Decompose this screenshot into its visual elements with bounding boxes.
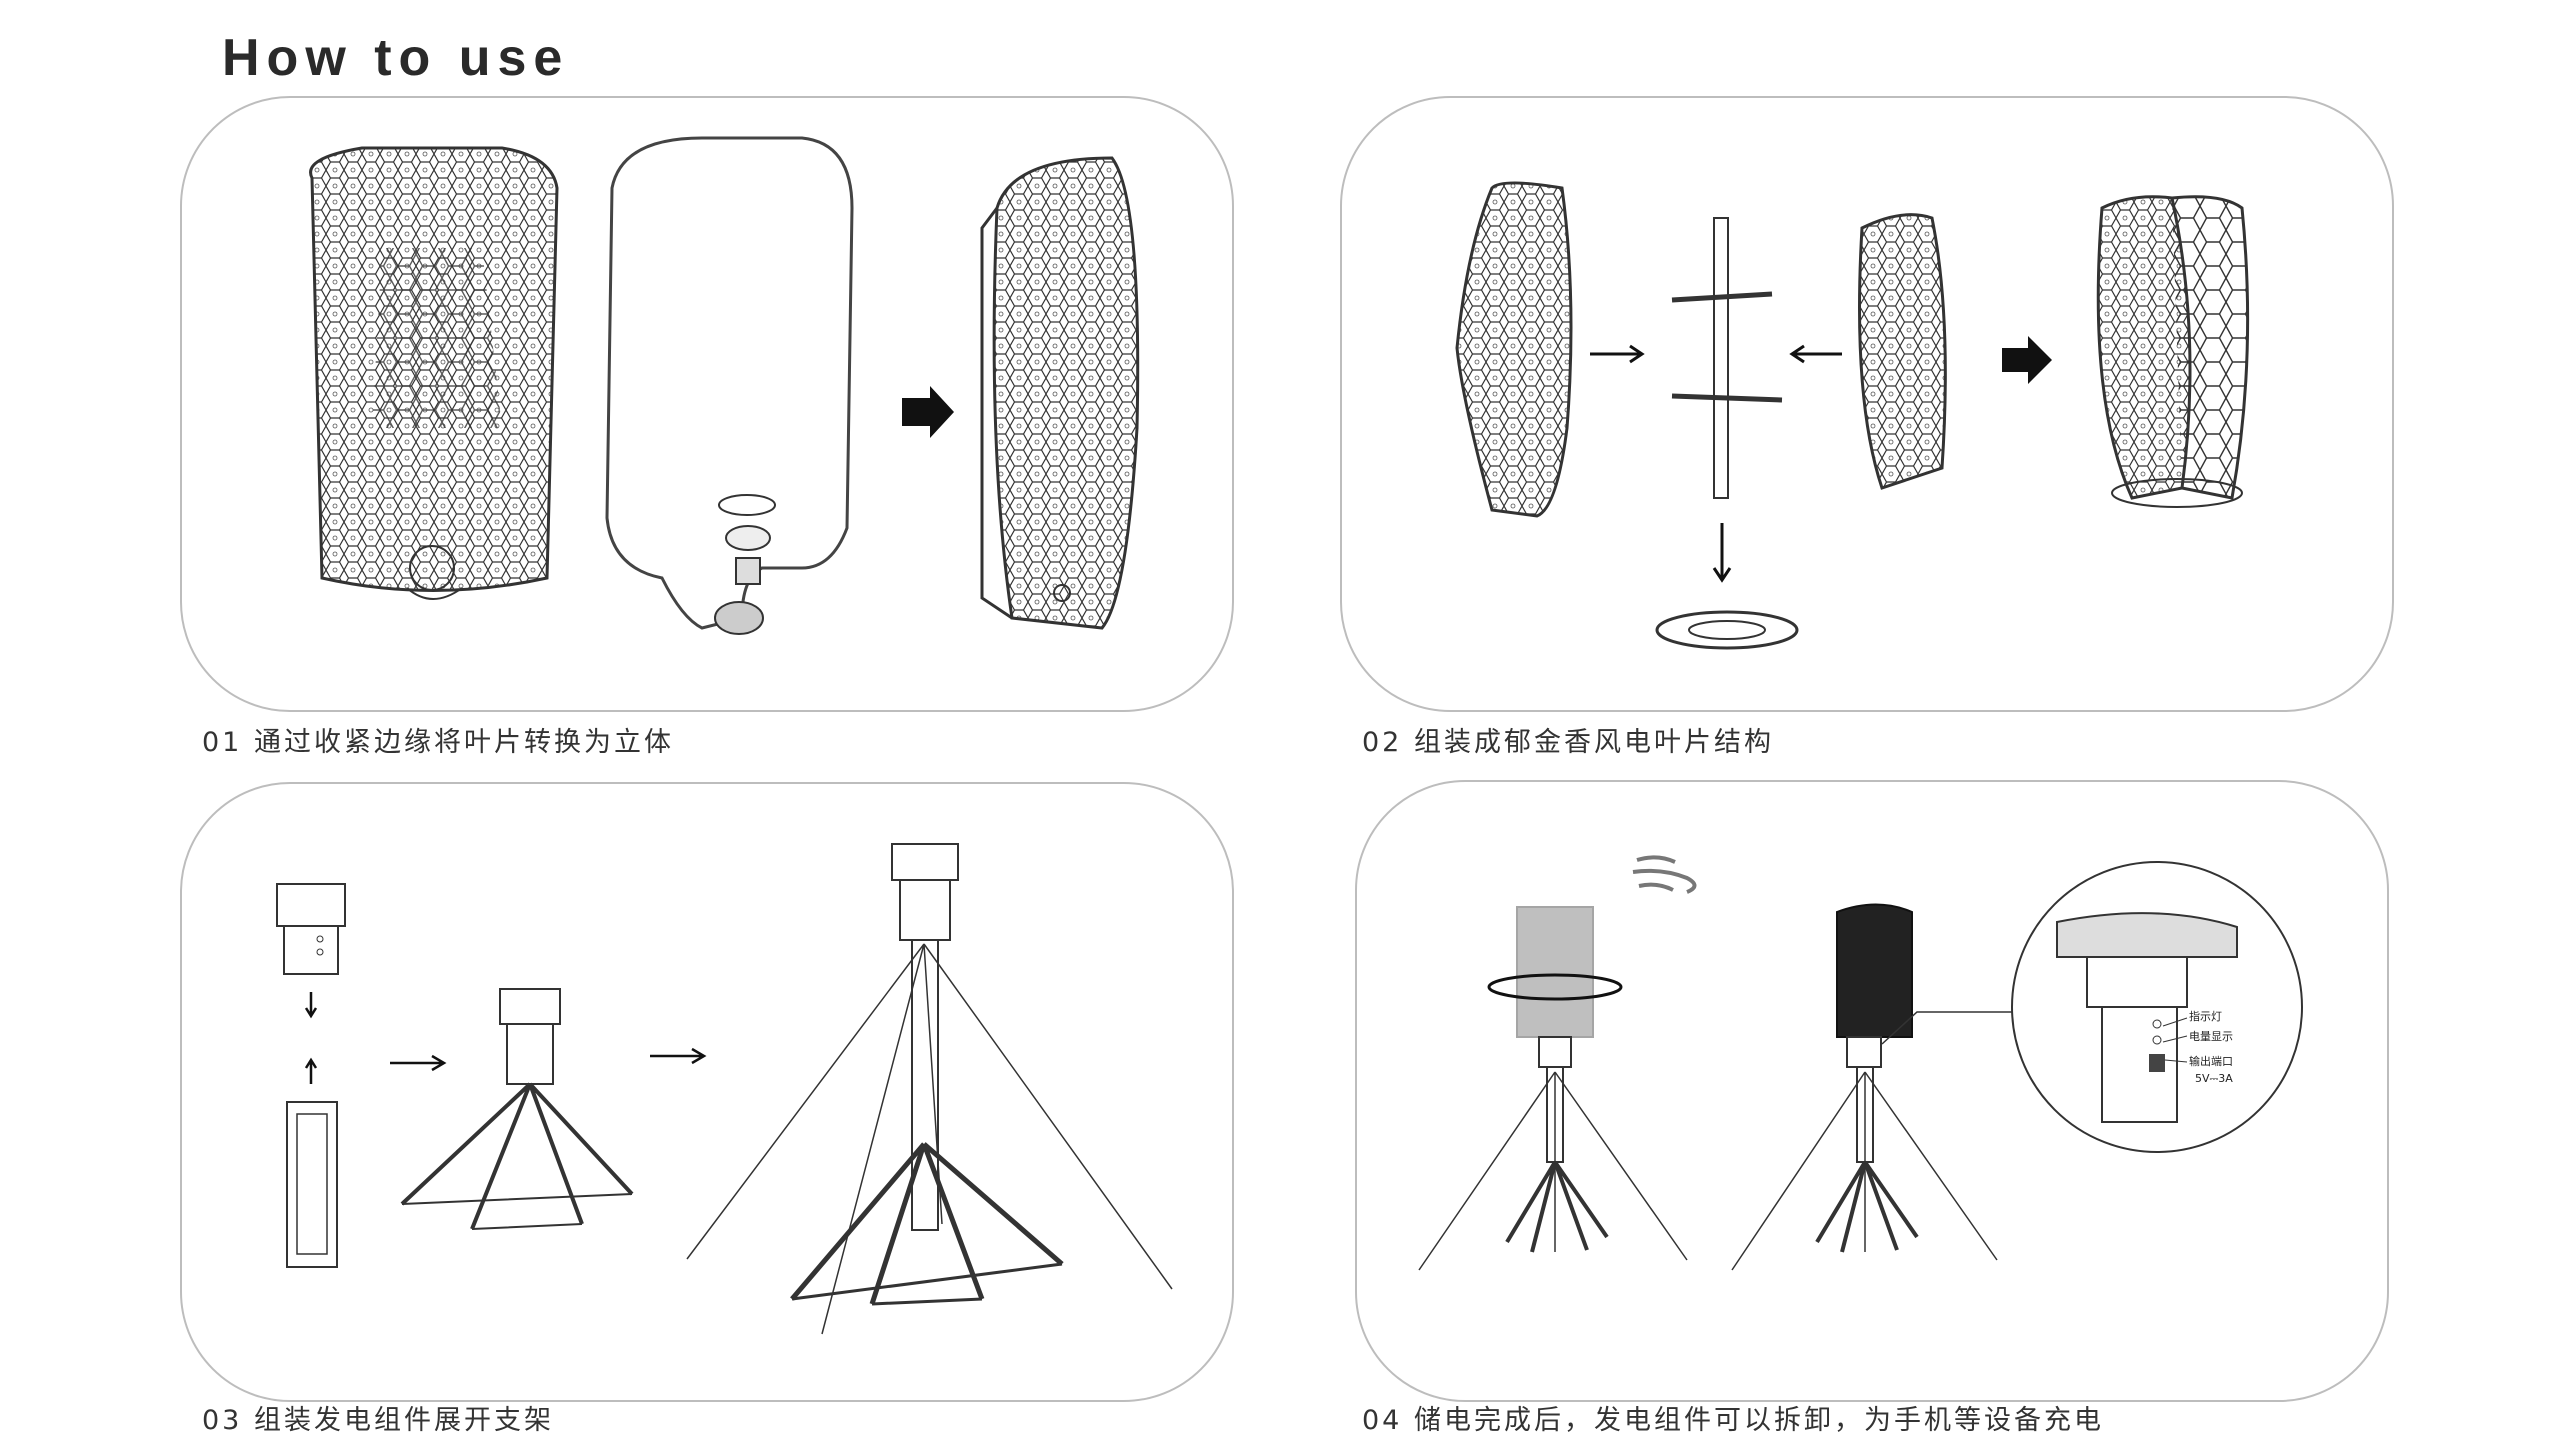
arrow-down-icon bbox=[304, 992, 318, 1019]
step-2-panel bbox=[1340, 96, 2394, 712]
central-shaft-drawing bbox=[1671, 217, 1783, 499]
step-1-illustration bbox=[309, 136, 1140, 635]
deployed-tripod-drawing bbox=[686, 843, 1173, 1335]
output-spec-label: 5V⎓3A bbox=[2195, 1072, 2233, 1085]
folded-stand-drawing bbox=[286, 1101, 338, 1268]
step-3-panel bbox=[180, 782, 1234, 1402]
right-arrow-icon bbox=[902, 386, 954, 438]
step-3-illustration bbox=[276, 843, 1173, 1335]
right-blade-drawing bbox=[1858, 213, 1947, 490]
step-1-panel bbox=[180, 96, 1234, 712]
detail-callout-circle: 指示灯 电量显示 输出端口 5V⎓3A bbox=[2011, 861, 2303, 1153]
step-1-caption: 01 通过收紧边缘将叶片转换为立体 bbox=[202, 727, 674, 758]
arrow-right-icon bbox=[390, 1054, 447, 1072]
page-title: How to use bbox=[222, 29, 570, 87]
output-port-label: 输出端口 bbox=[2189, 1054, 2233, 1068]
tulip-assembly-drawing bbox=[2096, 195, 2250, 508]
indicator-label: 指示灯 bbox=[2189, 1009, 2222, 1023]
step-4-illustration: 指示灯 电量显示 输出端口 5V⎓3A bbox=[1418, 855, 2303, 1271]
battery-display-label: 电量显示 bbox=[2189, 1030, 2233, 1043]
arrow-right-icon bbox=[1590, 344, 1645, 364]
left-blade-drawing bbox=[1455, 181, 1573, 518]
wind-icon bbox=[1632, 855, 1697, 894]
step-2-illustration bbox=[1455, 181, 2250, 650]
step-4-caption: 04 储电完成后，发电组件可以拆卸，为手机等设备充电 bbox=[1362, 1405, 2104, 1436]
step-2-caption: 02 组装成郁金香风电叶片结构 bbox=[1362, 727, 1774, 758]
step-3-caption: 03 组装发电组件展开支架 bbox=[202, 1405, 554, 1436]
flat-blade-drawing bbox=[309, 146, 559, 600]
small-tripod-drawing bbox=[400, 988, 634, 1230]
turbine-with-blades-drawing bbox=[1731, 903, 2027, 1271]
base-ring-drawing bbox=[1655, 610, 1799, 650]
arrow-down-icon bbox=[1712, 523, 1732, 583]
spinning-turbine-drawing bbox=[1418, 906, 1688, 1271]
right-arrow-icon bbox=[2002, 336, 2052, 384]
curved-blade-drawing bbox=[980, 156, 1140, 630]
arrow-right-icon bbox=[650, 1047, 707, 1065]
arrow-left-icon bbox=[1789, 344, 1842, 364]
arrow-up-icon bbox=[304, 1057, 318, 1084]
step-4-panel: 指示灯 电量显示 输出端口 5V⎓3A bbox=[1355, 780, 2389, 1402]
edge-cord-drawing bbox=[605, 136, 854, 635]
generator-head-drawing bbox=[276, 883, 346, 975]
